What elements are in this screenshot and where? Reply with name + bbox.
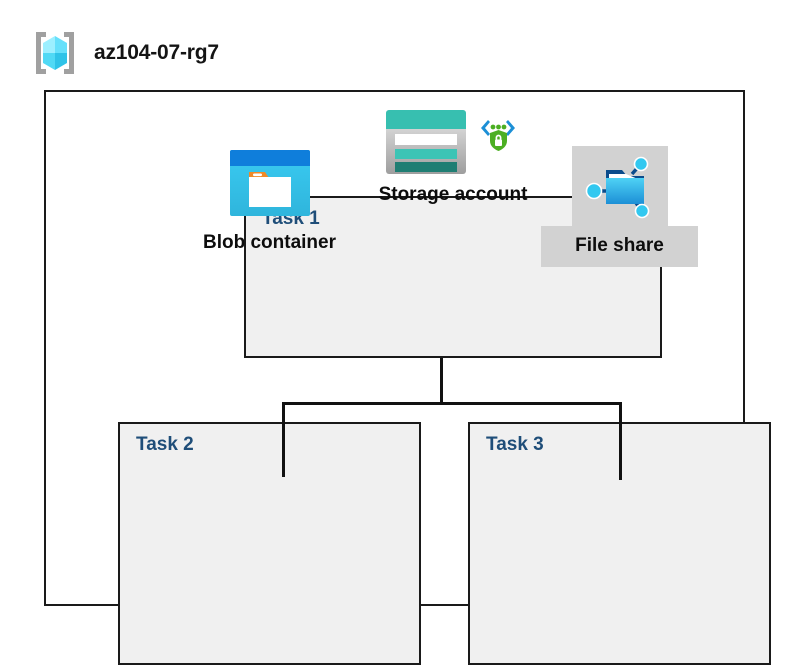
resource-group-icon: [30, 28, 80, 78]
storage-account-icon-row: [384, 108, 522, 176]
node-caption-blob-container: Blob container: [202, 232, 336, 253]
storage-account-icon: [384, 108, 468, 176]
task-label-3: Task 3: [486, 434, 544, 455]
connector-bus-to-file-share: [619, 402, 622, 480]
connector-storage-to-bus: [440, 358, 443, 405]
secure-endpoint-shield-icon: [474, 108, 522, 156]
node-storage-account[interactable]: Storage account: [244, 108, 662, 206]
file-share-icon: [582, 152, 658, 222]
file-share-selection-highlight-icon: [571, 146, 668, 226]
node-caption-file-share: File share: [575, 235, 664, 256]
node-file-share[interactable]: File share: [468, 146, 771, 267]
task-box-2[interactable]: Task 2: [118, 422, 421, 665]
resource-group-title: az104-07-rg7: [94, 41, 219, 64]
node-caption-storage-account: Storage account: [378, 184, 528, 205]
connector-bus-horizontal: [282, 402, 622, 405]
task-label-2: Task 2: [136, 434, 194, 455]
diagram-canvas: az104-07-rg7 Task 1 Task 2 Task 3: [30, 28, 771, 665]
connector-bus-to-blob: [282, 402, 285, 477]
resource-group-container: Task 1 Task 2 Task 3: [44, 90, 771, 665]
file-share-selection-highlight-caption: File share: [541, 226, 698, 267]
node-blob-container[interactable]: Blob container: [118, 148, 421, 254]
blob-container-icon: [228, 148, 312, 218]
resource-group-header: az104-07-rg7: [30, 28, 219, 78]
task-box-3[interactable]: Task 3: [468, 422, 771, 665]
